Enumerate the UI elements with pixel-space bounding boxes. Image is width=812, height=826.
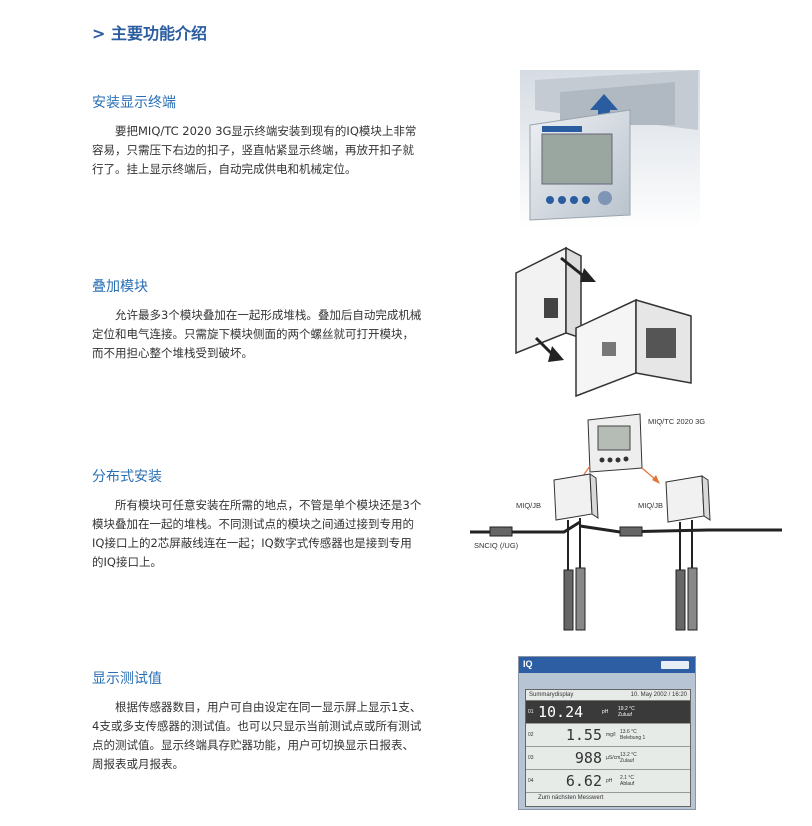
row-status: Belebung 1 (620, 735, 646, 741)
terminal-mount-figure (520, 70, 700, 230)
reading-row: 01 10.24 pH 19.2 °C Zuluuf (526, 701, 690, 724)
row-status: Zuluuf (618, 712, 632, 718)
reading-row: 03 988 µS/cm 13.2 °C Zulauf (526, 747, 690, 770)
row-number: 03 (528, 755, 534, 761)
section-stack-modules: 叠加模块 允许最多3个模块叠加在一起形成堆栈。叠加后自动完成机械定位和电气连接。… (92, 276, 422, 363)
section-body: 所有模块可任意安装在所需的地点，不管是单个模块还是3个模块叠加在一起的堆栈。不同… (92, 498, 422, 569)
row-number: 04 (528, 778, 534, 784)
screen-top-line: Summarydisplay 10. May 2002 / 16:20 (526, 690, 690, 701)
module-left-label: MIQ/JB (516, 501, 541, 510)
section-title: 分布式安装 (92, 469, 162, 485)
screen-footer: Zum nächsten Messwert (538, 795, 604, 801)
row-unit: pH (602, 709, 609, 715)
row-aux: 13.2 °C Zulauf (620, 752, 637, 764)
cable-label: SNCIQ (/UG) (474, 541, 519, 550)
row-value: 1.55 (565, 726, 602, 744)
section-body: 要把MIQ/TC 2020 3G显示终端安装到现有的IQ模块上非常容易，只需压下… (92, 124, 417, 176)
screen-display: Summarydisplay 10. May 2002 / 16:20 01 1… (525, 689, 691, 807)
section-body: 允许最多3个模块叠加在一起形成堆栈。叠加后自动完成机械定位和电气连接。只需旋下模… (92, 308, 422, 360)
section-title: 显示测试值 (92, 671, 162, 687)
screen-header-bar: IQ (519, 657, 695, 673)
row-temp: 13.2 °C (620, 752, 637, 758)
section-install-terminal: 安装显示终端 要把MIQ/TC 2020 3G显示终端安装到现有的IQ模块上非常… (92, 92, 422, 179)
section-body: 根据传感器数目，用户可自由设定在同一显示屏上显示1支、4支或多支传感器的测试值。… (92, 700, 422, 771)
iq-logo: IQ (523, 659, 533, 669)
section-display-values: 显示测试值 根据传感器数目，用户可自由设定在同一显示屏上显示1支、4支或多支传感… (92, 668, 422, 774)
brand-logo (661, 661, 689, 669)
row-status: Zulauf (620, 758, 634, 764)
row-unit: pH (606, 778, 613, 784)
row-number: 02 (528, 732, 534, 738)
row-aux: 2.1 °C Ablauf (620, 775, 634, 787)
row-value: 988 (574, 749, 602, 767)
row-temp: 19.2 °C (618, 706, 635, 712)
section-distributed-install: 分布式安装 所有模块可任意安装在所需的地点，不管是单个模块还是3个模块叠加在一起… (92, 466, 422, 572)
row-temp: 2.1 °C (620, 775, 634, 781)
row-number: 01 (528, 709, 534, 715)
screen-header-text: Summarydisplay (529, 692, 574, 698)
reading-row: 02 1.55 mg/l 13.6 °C Belebung 1 (526, 724, 690, 747)
row-aux: 13.6 °C Belebung 1 (620, 729, 645, 741)
row-unit: mg/l (606, 732, 616, 738)
reading-row: 04 6.62 pH 2.1 °C Ablauf (526, 770, 690, 793)
section-title: 叠加模块 (92, 279, 148, 295)
module-right-label: MIQ/JB (638, 501, 663, 510)
screen-date: 10. May 2002 / 16:20 (630, 692, 687, 698)
row-status: Ablauf (620, 781, 635, 787)
row-temp: 13.6 °C (620, 729, 637, 735)
row-aux: 19.2 °C Zuluuf (618, 706, 635, 718)
row-value: 10.24 (538, 703, 584, 721)
page-title: > 主要功能介绍 (92, 24, 207, 43)
terminal-label: MIQ/TC 2020 3G (648, 417, 705, 426)
measurement-screen: IQ Summarydisplay 10. May 2002 / 16:20 0… (518, 656, 696, 810)
distributed-diagram: MIQ/TC 2020 3G MIQ/JB MIQ/JB SNCIQ (/UG) (470, 413, 782, 631)
row-unit: µS/cm (606, 755, 621, 761)
section-title: 安装显示终端 (92, 95, 176, 111)
row-value: 6.62 (565, 772, 602, 790)
stacked-modules-figure (515, 246, 692, 398)
